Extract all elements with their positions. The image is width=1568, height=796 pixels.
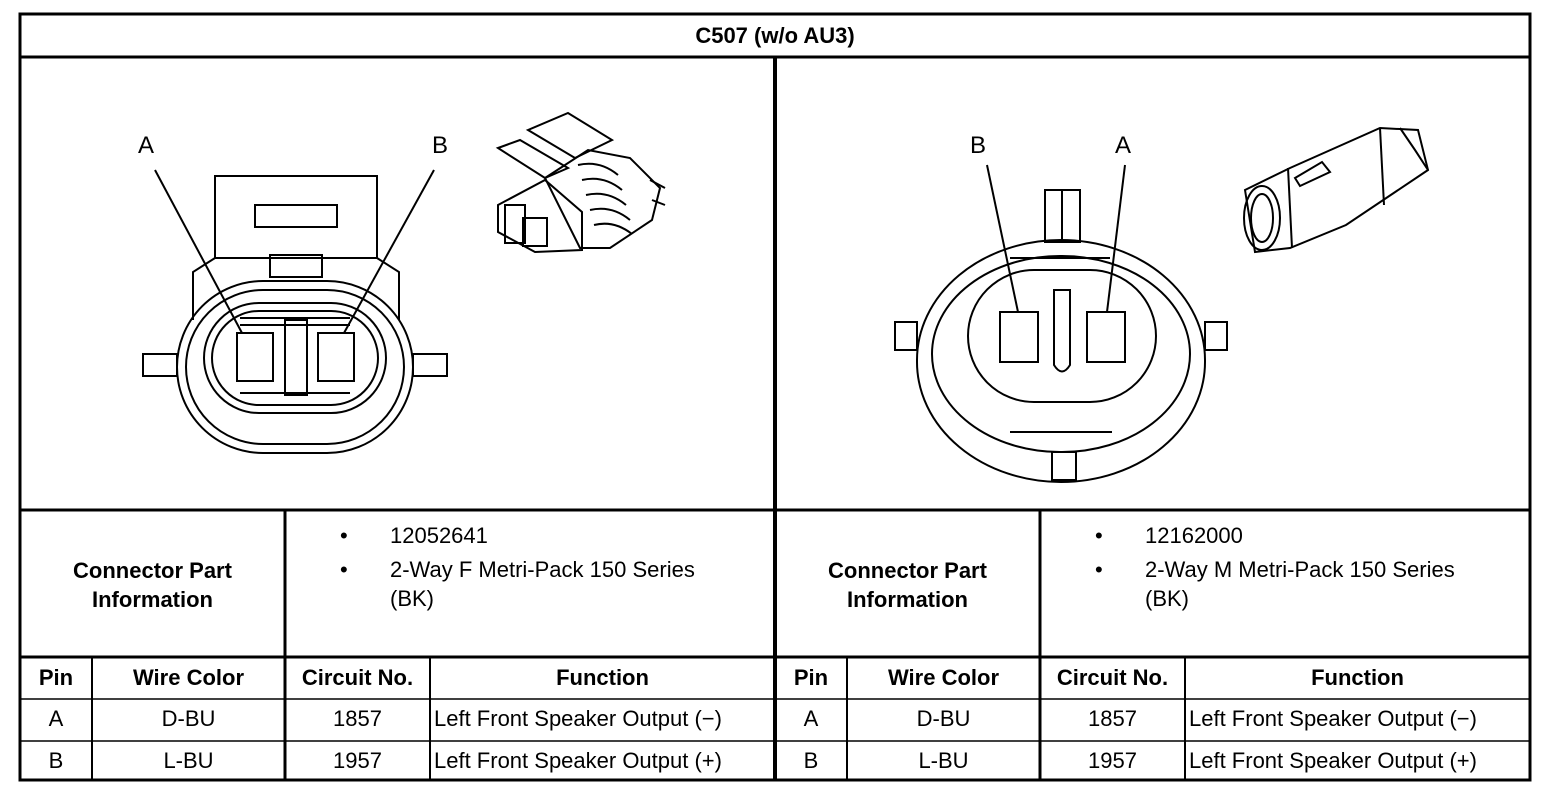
female-connector-illustration — [495, 111, 666, 254]
left-part-series: 2-Way F Metri-Pack 150 Series — [390, 557, 695, 582]
male-connector-face — [894, 164, 1228, 483]
table-cell: L-BU — [163, 748, 214, 773]
right-part-info-label-text: Connector Part Information — [828, 558, 987, 612]
table-cell: D-BU — [161, 706, 216, 731]
header-wire-color: Wire Color — [132, 665, 245, 690]
left-part-number: 12052641 — [390, 523, 488, 548]
male-connector-illustration — [1243, 126, 1430, 254]
female-connector-face — [142, 169, 448, 454]
header-function: Function — [556, 665, 649, 690]
header-pin: Pin — [793, 665, 829, 690]
connector-title: C507 (w/o AU3) — [695, 23, 855, 48]
left-part-info-label: Connector Part Information — [20, 556, 285, 614]
bullet-icon: • — [340, 557, 348, 582]
header-circuit-no: Circuit No. — [301, 665, 414, 690]
table-cell: Left Front Speaker Output (−) — [1189, 706, 1477, 731]
header-function: Function — [1311, 665, 1404, 690]
right-part-info-label: Connector Part Information — [775, 556, 1040, 614]
table-grid — [18, 12, 1532, 782]
table-cell: Left Front Speaker Output (−) — [434, 706, 722, 731]
table-cell: Left Front Speaker Output (+) — [434, 748, 722, 773]
bullet-icon: • — [1095, 523, 1103, 548]
table-cell: 1857 — [333, 706, 382, 731]
table-cell: B — [48, 748, 64, 773]
table-cell: Left Front Speaker Output (+) — [1189, 748, 1477, 773]
right-part-series: 2-Way M Metri-Pack 150 Series — [1145, 557, 1455, 582]
left-part-info-label-text: Connector Part Information — [73, 558, 232, 612]
table-cell: D-BU — [916, 706, 971, 731]
header-wire-color: Wire Color — [887, 665, 1000, 690]
table-cell: A — [803, 706, 819, 731]
left-part-color: (BK) — [390, 586, 434, 611]
table-cell: L-BU — [918, 748, 969, 773]
table-cell: 1857 — [1088, 706, 1137, 731]
table-cell: A — [48, 706, 64, 731]
table-cell: 1957 — [333, 748, 382, 773]
header-circuit-no: Circuit No. — [1056, 665, 1169, 690]
left-pin-label-a: A — [138, 132, 155, 159]
bullet-icon: • — [1095, 557, 1103, 582]
table-cell: 1957 — [1088, 748, 1137, 773]
header-pin: Pin — [38, 665, 74, 690]
right-pin-label-b: B — [970, 132, 987, 159]
bullet-icon: • — [340, 523, 348, 548]
table-cell: B — [803, 748, 819, 773]
right-part-number: 12162000 — [1145, 523, 1243, 548]
left-pin-label-b: B — [432, 132, 449, 159]
right-part-color: (BK) — [1145, 586, 1189, 611]
right-pin-label-a: A — [1115, 132, 1132, 159]
